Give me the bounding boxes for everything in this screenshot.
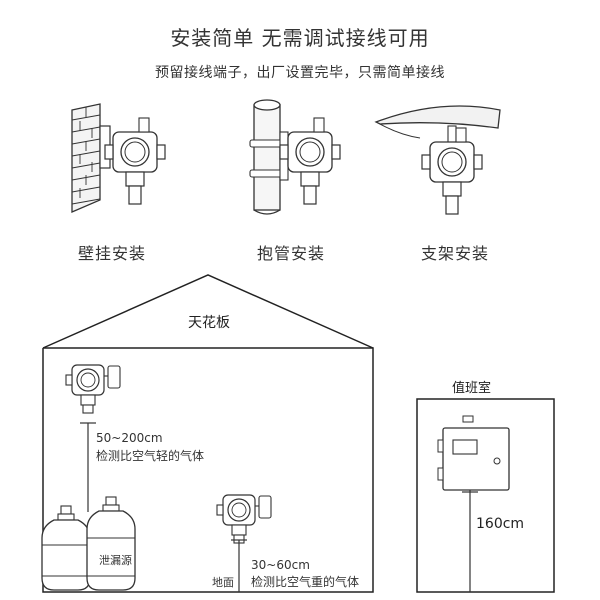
room-outline xyxy=(42,274,374,593)
bracket-mount-illustration xyxy=(374,105,501,215)
controller-panel xyxy=(437,415,510,491)
low-range-label: 30~60cm xyxy=(251,558,310,572)
ceiling-label: 天花板 xyxy=(188,315,230,331)
page-title: 安装简单 无需调试接线可用 xyxy=(170,26,430,50)
pipe-mount-label: 抱管安装 xyxy=(256,244,325,263)
high-range-label: 50~200cm xyxy=(96,431,163,445)
duty-room-title: 值班室 xyxy=(452,381,492,396)
duty-room-height: 160cm xyxy=(476,516,525,532)
floor-label: 地面 xyxy=(212,576,234,589)
low-note-label: 检测比空气重的气体 xyxy=(251,575,360,589)
pipe-mount-illustration xyxy=(249,99,341,215)
page-subtitle: 预留接线端子，出厂设置完毕，只需简单接线 xyxy=(155,65,445,81)
ceiling-detector xyxy=(65,364,121,414)
duty-room-outline xyxy=(416,398,555,593)
wall-mount-illustration xyxy=(71,103,166,213)
wall-mount-label: 壁挂安装 xyxy=(77,244,146,263)
gas-cylinder-right xyxy=(86,496,136,591)
floor-detector xyxy=(216,494,272,544)
gas-cylinder-left xyxy=(41,505,91,591)
bracket-mount-label: 支架安装 xyxy=(420,244,489,263)
high-note-label: 检测比空气轻的气体 xyxy=(96,449,205,463)
leak-source-label: 泄漏源 xyxy=(99,554,132,567)
